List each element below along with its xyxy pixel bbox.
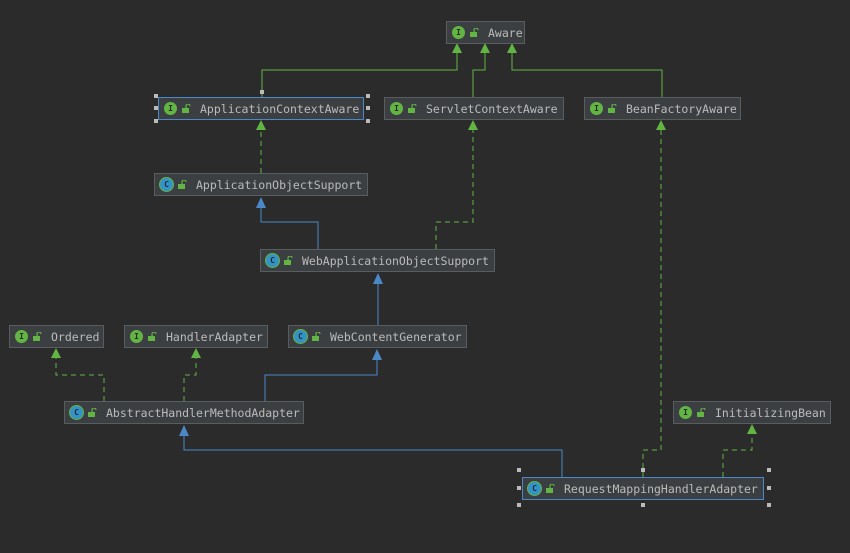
class-icon: C [160, 178, 173, 191]
node-application-context-aware[interactable]: I ApplicationContextAware [158, 97, 364, 120]
node-label: HandlerAdapter [166, 329, 263, 344]
node-bean-factory-aware[interactable]: I BeanFactoryAware [584, 97, 741, 120]
node-web-application-object-support[interactable]: C WebApplicationObjectSupport [260, 249, 495, 272]
lock-open-icon [178, 180, 187, 189]
node-label: ServletContextAware [426, 101, 558, 116]
class-icon: C [294, 330, 307, 343]
lock-open-icon [182, 104, 191, 113]
selection-handle[interactable] [154, 94, 158, 98]
node-label: AbstractHandlerMethodAdapter [106, 405, 300, 420]
selection-handle[interactable] [767, 486, 771, 490]
node-handler-adapter[interactable]: I HandlerAdapter [124, 325, 268, 348]
interface-icon: I [390, 102, 403, 115]
selection-handle[interactable] [517, 503, 521, 507]
edge-appctxaware-aware [261, 52, 458, 97]
selection-handle[interactable] [260, 90, 264, 94]
lock-open-icon [546, 484, 555, 493]
node-web-content-generator[interactable]: C WebContentGenerator [288, 325, 467, 348]
node-label: Ordered [51, 329, 100, 344]
selection-handle[interactable] [641, 468, 645, 472]
edge-abstracthma-webcontentgenerator [264, 358, 378, 401]
edge-webappobjsupport-appobjsupport [260, 206, 319, 249]
edge-beanfactoryaware-aware [511, 52, 663, 97]
node-label: ApplicationContextAware [200, 101, 360, 116]
class-icon: C [528, 482, 541, 495]
selection-handle[interactable] [366, 94, 370, 98]
node-label: ApplicationObjectSupport [196, 177, 363, 192]
selection-handle[interactable] [154, 119, 158, 123]
lock-open-icon [608, 104, 617, 113]
lock-open-icon [312, 332, 321, 341]
node-abstract-handler-method-adapter[interactable]: C AbstractHandlerMethodAdapter [64, 401, 304, 424]
lock-open-icon [284, 256, 293, 265]
lock-open-icon [408, 104, 417, 113]
lock-open-icon [88, 408, 97, 417]
node-application-object-support[interactable]: C ApplicationObjectSupport [154, 173, 368, 196]
node-label: RequestMappingHandlerAdapter [564, 481, 758, 496]
interface-icon: I [130, 330, 143, 343]
selection-handle[interactable] [767, 503, 771, 507]
node-label: BeanFactoryAware [626, 101, 737, 116]
node-servlet-context-aware[interactable]: I ServletContextAware [384, 97, 564, 120]
lock-open-icon [33, 332, 42, 341]
node-ordered[interactable]: I Ordered [9, 325, 104, 348]
interface-icon: I [164, 102, 177, 115]
edge-rmha-beanfactoryaware [642, 128, 662, 477]
selection-handle[interactable] [517, 468, 521, 472]
node-request-mapping-handler-adapter[interactable]: C RequestMappingHandlerAdapter [522, 477, 764, 500]
class-icon: C [266, 254, 279, 267]
node-aware[interactable]: I Aware [446, 21, 525, 44]
selection-handle[interactable] [366, 106, 370, 110]
edge-servletctxaware-aware [472, 52, 486, 97]
edge-webappobjsupport-servletctxaware [435, 128, 474, 249]
selection-handle[interactable] [517, 486, 521, 490]
node-label: Aware [488, 25, 523, 40]
selection-handle[interactable] [641, 503, 645, 507]
node-initializing-bean[interactable]: I InitializingBean [673, 401, 831, 424]
lock-open-icon [470, 28, 479, 37]
edge-rmha-abstracthma [183, 434, 563, 477]
interface-icon: I [15, 330, 28, 343]
interface-icon: I [679, 406, 692, 419]
selection-handle[interactable] [366, 119, 370, 123]
interface-icon: I [590, 102, 603, 115]
edge-abstracthma-ordered [55, 356, 105, 401]
edge-rmha-initializingbean [722, 432, 753, 477]
selection-handle[interactable] [767, 468, 771, 472]
selection-handle[interactable] [154, 106, 158, 110]
node-label: InitializingBean [715, 405, 826, 420]
interface-icon: I [452, 26, 465, 39]
lock-open-icon [697, 408, 706, 417]
class-icon: C [70, 406, 83, 419]
node-label: WebApplicationObjectSupport [302, 253, 489, 268]
edge-abstracthma-handleradapter [183, 356, 197, 401]
lock-open-icon [148, 332, 157, 341]
node-label: WebContentGenerator [330, 329, 462, 344]
